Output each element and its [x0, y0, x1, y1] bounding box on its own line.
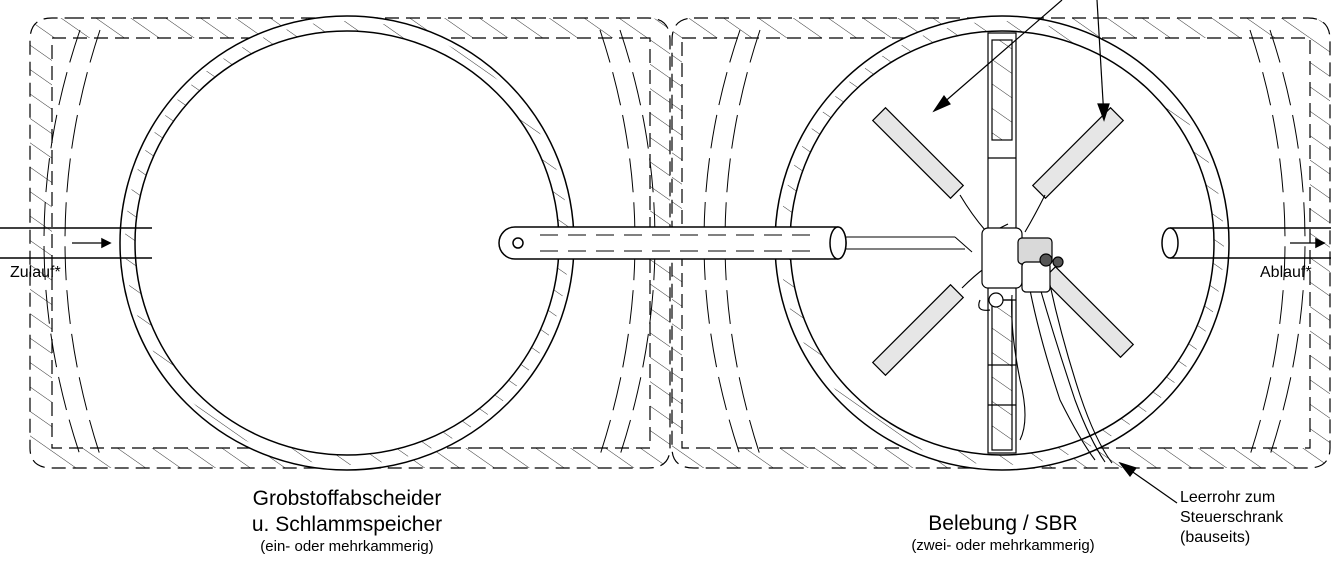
- outlet-pipe: [1161, 227, 1331, 259]
- conduit-label-line2: Steuerschrank: [1180, 509, 1284, 526]
- inlet-label: Zulauf*: [10, 264, 61, 281]
- air-hoses: [959, 194, 1113, 464]
- compressor-valve-block: [978, 223, 1064, 311]
- pit-curves: [43, 29, 1306, 456]
- chamber1-title-line1: Grobstoffabscheider: [253, 487, 442, 510]
- conduit-label-line1: Leerrohr zum: [1180, 489, 1275, 506]
- tank-grobstoffabscheider: [119, 15, 575, 471]
- outlet-label: Ablauf*: [1260, 264, 1312, 281]
- chamber2-note: (zwei- oder mehrkammerig): [911, 537, 1094, 554]
- connecting-pipe: [498, 226, 973, 260]
- chamber1-title-line2: u. Schlammspeicher: [252, 513, 442, 536]
- leader-lines: [932, 0, 1178, 504]
- inlet-pipe: [0, 227, 152, 259]
- chamber2-title: Belebung / SBR: [928, 512, 1077, 535]
- chamber1-note: (ein- oder mehrkammerig): [260, 538, 433, 555]
- aerator-lower-left: [871, 283, 965, 377]
- aerator-upper-left: [871, 106, 965, 200]
- conduit-label-line3: (bauseits): [1180, 529, 1250, 546]
- aerator-upper-right: [1031, 106, 1125, 200]
